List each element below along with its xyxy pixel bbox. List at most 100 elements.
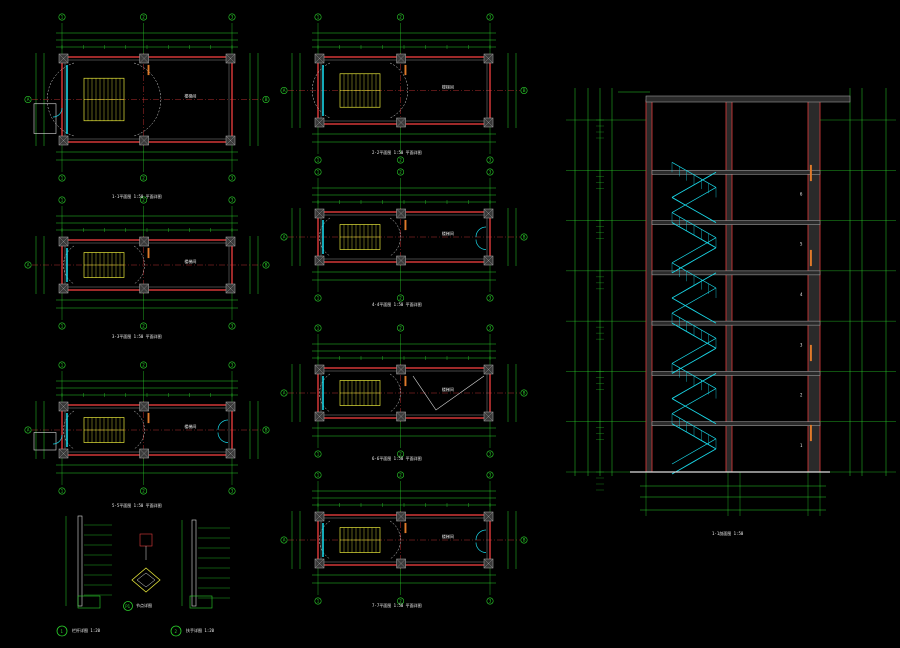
landing-arc (319, 373, 331, 413)
column-hatch (58, 236, 69, 247)
door-swing (475, 542, 487, 553)
axis-bubble-bottom (140, 174, 148, 182)
column-hatch (483, 364, 494, 375)
axis-bubble-bottom (140, 322, 148, 330)
axis-label: A (27, 262, 30, 267)
detail-title-p1: 节点详图 (136, 602, 152, 608)
detail-base (189, 595, 213, 609)
plan-title-5: 5-5平面图 1:50 平面详图 (112, 502, 162, 508)
detail-bubble-p1 (123, 601, 133, 611)
column-hatch (314, 364, 325, 375)
stair-steps (671, 297, 717, 324)
plan-title-1: 1-1平面图 1:50 平面详图 (112, 193, 162, 199)
column-hatch (225, 448, 236, 459)
column-hatch (483, 255, 494, 266)
axis-label: 3 (489, 169, 492, 174)
column-hatch (314, 255, 325, 266)
axis-label: 3 (489, 598, 492, 603)
marker (404, 219, 407, 231)
column-hatch (139, 448, 149, 459)
door-swing (475, 529, 487, 541)
axis-bubble-top (486, 13, 494, 21)
axis-bubble-left (24, 261, 32, 269)
landing-arc (389, 217, 401, 257)
column-hatch (396, 208, 406, 219)
axis-bubble-bottom (486, 294, 494, 302)
axis-label: B (523, 88, 526, 93)
section-title: 1-1剖面图 1:50 (712, 530, 744, 536)
column-hatch (483, 117, 494, 128)
axis-bubble-bottom (58, 322, 66, 330)
axis-bubble-top (228, 196, 236, 204)
axis-label: B (523, 390, 526, 395)
detail-title-2: 扶手详图 1:20 (186, 627, 215, 633)
axis-bubble-bottom (314, 450, 322, 458)
section-wall-right (807, 99, 821, 473)
plan-title-7: 7-7平面图 1:50 平面详图 (372, 602, 422, 608)
axis-label: 1 (317, 451, 320, 456)
rail-post (191, 519, 197, 607)
axis-bubble-bottom (58, 487, 66, 495)
landing-arc (63, 245, 75, 285)
axis-label: 2 (399, 451, 402, 456)
axis-label: 2 (399, 157, 402, 162)
axis-label: 1 (317, 295, 320, 300)
column-hatch (225, 401, 236, 412)
column-hatch (314, 558, 325, 569)
axis-bubble-top (486, 471, 494, 479)
axis-label: A (27, 97, 30, 102)
axis-bubble-bottom (486, 156, 494, 164)
stair-steps (671, 448, 717, 475)
section-floor-label: 4 (800, 292, 803, 297)
door-swing (475, 239, 487, 250)
axis-label: 1 (61, 323, 64, 328)
room-label: 楼梯间 (442, 533, 454, 539)
detail-num-2: 2 (175, 629, 178, 634)
floor-slab (651, 169, 821, 175)
roof-edge (412, 375, 485, 411)
axis-bubble-bottom (486, 597, 494, 605)
section-marker (809, 249, 812, 267)
room-label: 楼梯间 (184, 423, 196, 429)
axis-bubble-right (520, 536, 528, 544)
stair-flight-section (671, 363, 717, 425)
column-hatch (58, 401, 69, 412)
axis-bubble-left (280, 389, 288, 397)
axis-label: 1 (317, 598, 320, 603)
floor-slab (651, 421, 821, 427)
axis-bubble-right (520, 389, 528, 397)
landing-arc (389, 373, 401, 413)
axis-label: 3 (489, 451, 492, 456)
axis-bubble-top (58, 196, 66, 204)
plan-title-2: 2-2平面图 1:50 平面详图 (372, 149, 422, 155)
axis-label: 3 (489, 472, 492, 477)
axis-label: 1 (317, 157, 320, 162)
axis-bubble-bottom (397, 597, 405, 605)
axis-bubble-top (397, 168, 405, 176)
axis-label: B (523, 234, 526, 239)
axis-label: 1 (61, 488, 64, 493)
axis-bubble-top (314, 13, 322, 21)
section-floor-label: 1 (800, 443, 803, 448)
room-label: 楼梯间 (442, 230, 454, 236)
axis-label: 3 (231, 323, 234, 328)
axis-bubble-top (486, 168, 494, 176)
axis-label: 1 (317, 169, 320, 174)
axis-bubble-right (262, 426, 270, 434)
section-marker (809, 344, 812, 362)
axis-label: B (265, 427, 268, 432)
door-swing (217, 432, 229, 443)
axis-bubble-left (24, 426, 32, 434)
axis-bubble-bottom (228, 174, 236, 182)
axis-bubble-top (314, 168, 322, 176)
axis-label: 2 (142, 362, 145, 367)
column-hatch (314, 208, 325, 219)
axis-label: 2 (399, 472, 402, 477)
axis-label: 1 (61, 14, 64, 19)
plan-title-3: 3-3平面图 1:50 平面详图 (112, 333, 162, 339)
